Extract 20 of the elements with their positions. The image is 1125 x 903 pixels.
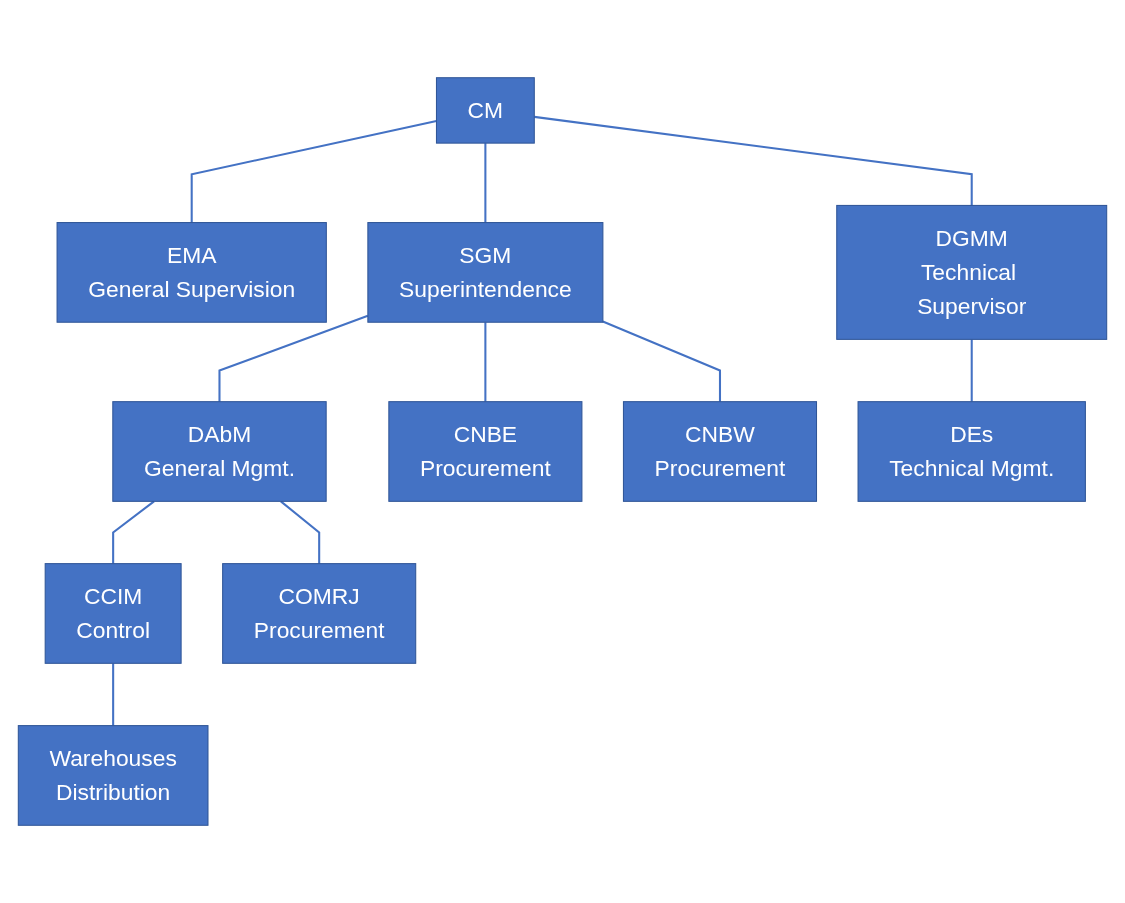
- node-box: EMA General Supervision: [56, 222, 327, 323]
- node-box: CNBE Procurement: [388, 401, 583, 502]
- connector: [534, 115, 973, 206]
- node-box: SGM Superintendence: [367, 222, 604, 323]
- connector: [112, 663, 115, 726]
- node-box: CNBW Procurement: [622, 401, 818, 502]
- connector: [112, 500, 155, 564]
- node-box: COMRJ Procurement: [222, 563, 417, 664]
- connector: [484, 322, 487, 402]
- connector: [280, 500, 321, 564]
- node-box: DAbM General Mgmt.: [112, 401, 327, 502]
- node-box: CCIM Control: [44, 563, 182, 664]
- connector: [190, 120, 437, 223]
- node-box: CM: [435, 77, 535, 144]
- connector: [970, 339, 973, 402]
- node-box: DGMM Technical Supervisor: [836, 204, 1108, 340]
- connector: [484, 143, 487, 223]
- node-box: DEs Technical Mgmt.: [857, 401, 1086, 502]
- node-box: Warehouses Distribution: [17, 725, 209, 826]
- connector: [602, 320, 721, 402]
